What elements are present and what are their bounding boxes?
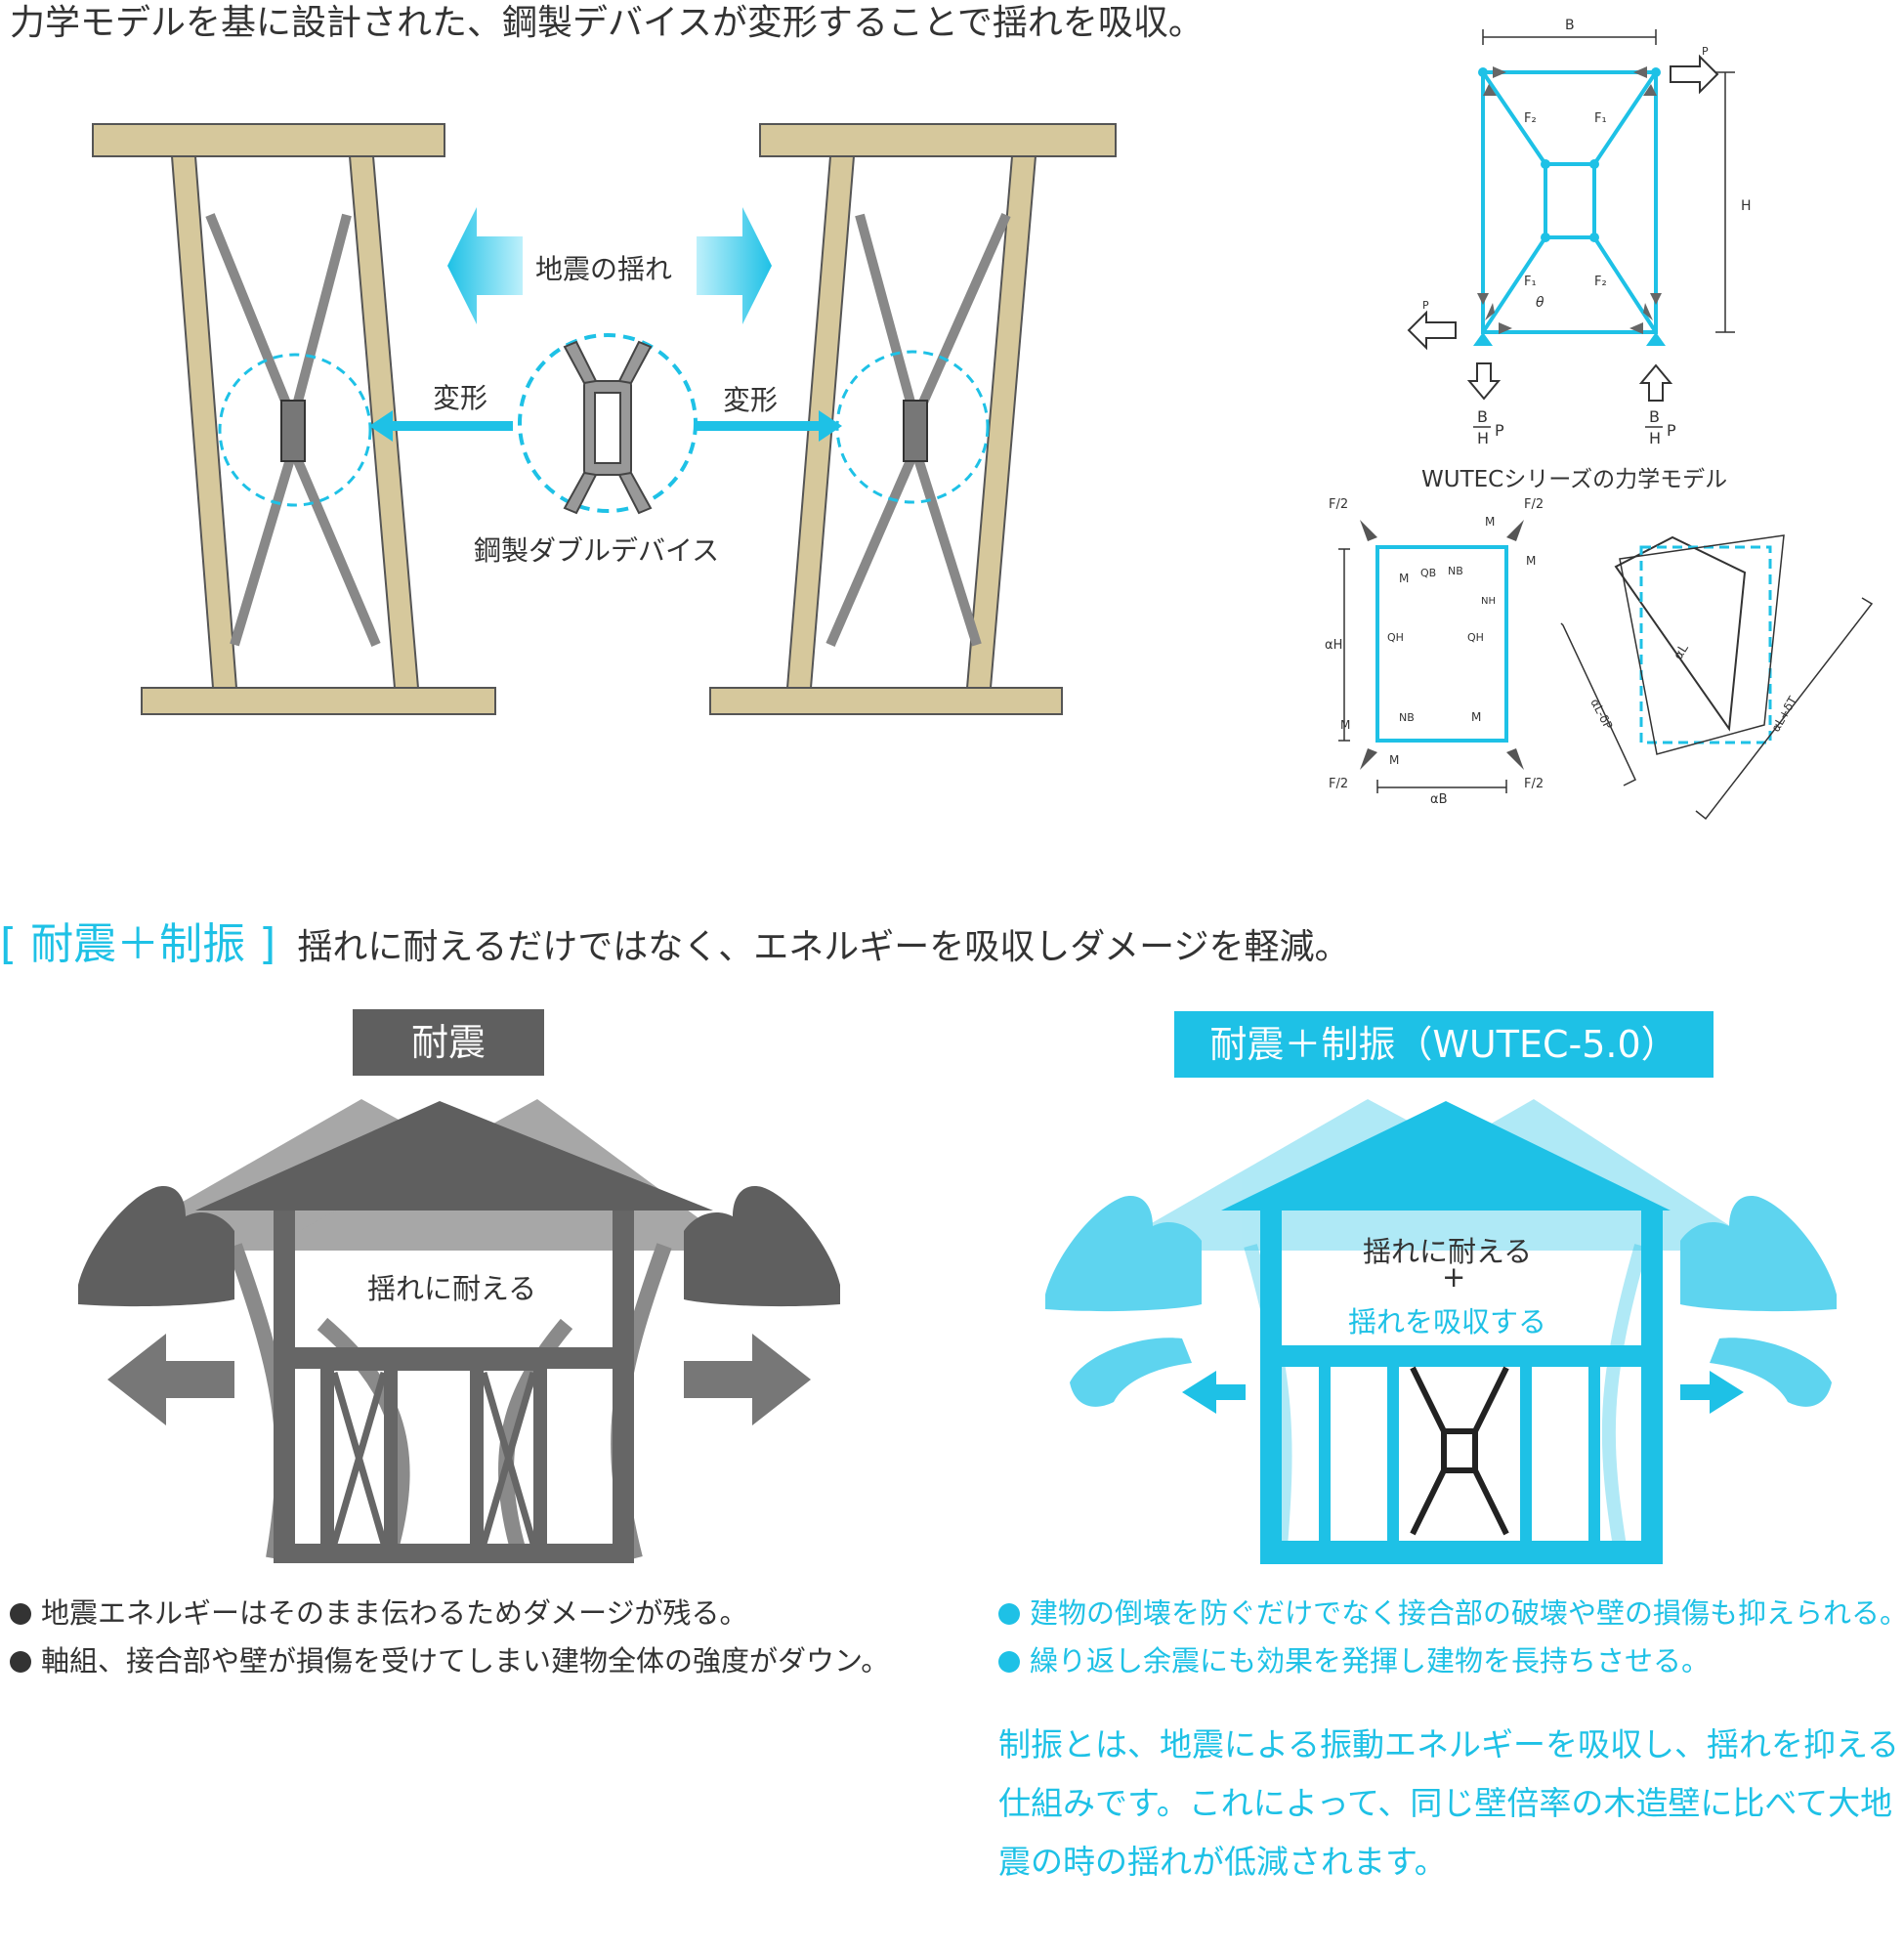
bullet-right-2-text: 繰り返し余震にも効果を発揮し建物を長持ちさせる。 [1030,1644,1711,1678]
shake-arrow-right-icon [684,1334,811,1425]
model-theta: θ [1536,295,1544,311]
device-label: 鋼製ダブルデバイス [474,534,720,567]
bullet-right-2: 繰り返し余震にも効果を発揮し建物を長持ちさせる。 [998,1638,1710,1679]
sub-M-4: M [1471,710,1481,724]
page-title: 力学モデルを基に設計された、鋼製デバイスが変形することで揺れを吸収。 [10,3,1204,43]
bullet-left-1: 地震エネルギーはそのまま伝わるためダメージが残る。 [10,1591,748,1632]
model-B: B [1565,18,1575,33]
bullet-left-2: 軸組、接合部や壁が損傷を受けてしまい建物全体の強度がダウン。 [10,1638,889,1679]
section-desc: 揺れに耐えるだけではなく、エネルギーを吸収しダメージを軽減。 [297,927,1350,967]
frac-den-right: H [1649,429,1661,447]
house-taishin-illustration [78,1099,840,1563]
model-F2-top: F₂ [1524,111,1537,126]
steel-device-icon [563,340,653,515]
mechanical-model-diagram: B H F₂ F₁ F₁ F₂ θ P P B H P B H P [1407,18,1752,447]
bracket-close: ] [259,919,276,969]
bullet-dot [10,1603,31,1625]
sub-M-5: M [1389,753,1399,767]
model-F2-bottom: F₂ [1594,275,1607,289]
model-H: H [1741,198,1752,214]
quake-label: 地震の揺れ [535,253,673,285]
sub-aLdP: αL-δP [1587,697,1615,732]
bracket-open: [ [0,919,18,969]
sub-M-6: M [1340,718,1350,732]
hand-right-icon [1710,1338,1832,1407]
panel-force-diagram: F/2 F/2 F/2 F/2 M M M M M M αH αB QH QH … [1325,497,1874,821]
section-heading: [耐震＋制振] 揺れに耐えるだけではなく、エネルギーを吸収しダメージを軽減。 [0,909,1349,971]
bullet-dot [998,1651,1020,1673]
sub-aLdT: αL+δT [1768,694,1799,735]
bullet-left-1-text: 地震エネルギーはそのまま伝わるためダメージが残る。 [41,1596,748,1630]
bullet-dot [10,1651,31,1673]
hand-left-icon [1070,1338,1192,1407]
left-wall-frame [92,123,496,715]
frac-num-left: B [1477,407,1488,426]
model-F1-top: F₁ [1594,111,1607,126]
sub-M-1: M [1399,572,1409,585]
model-F1-bottom: F₁ [1524,275,1537,289]
sub-NB-bottom: NB [1399,711,1415,724]
section-title: 耐震＋制振 [30,919,246,969]
shake-arrow-left-icon [107,1334,234,1425]
deform-arrow-left-icon [369,410,513,442]
frac-p-left: P [1495,421,1504,440]
sub-NB-top: NB [1448,565,1463,577]
deform-arrow-right-icon [696,410,842,442]
reaction-arrow-down-icon [1466,362,1502,401]
sub-aL: αL [1671,641,1693,662]
sub-aH: αH [1325,638,1342,653]
inner-text-taishin: 揺れに耐える [367,1272,537,1305]
sub-M-3: M [1526,554,1536,568]
right-wall-frame [709,123,1117,715]
sub-aB: αB [1430,792,1448,807]
sub-F2-tr: F/2 [1524,497,1544,512]
frac-num-right: B [1649,407,1660,426]
shake-arrow-right-blue-icon [1680,1371,1744,1414]
bullet-right-1-text: 建物の倒壊を防ぐだけでなく接合部の破壊や壁の損傷も抑えられる。 [1030,1596,1904,1630]
sub-F2-br: F/2 [1524,777,1544,791]
muscle-arm-left-icon [78,1186,234,1307]
inner-plus: + [1442,1260,1466,1294]
sub-F2-bl: F/2 [1329,777,1348,791]
tag-taishin-seishin: 耐震＋制振（WUTEC-5.0） [1174,1011,1714,1078]
inner-text-2: 揺れを吸収する [1348,1305,1547,1338]
bullet-dot [998,1603,1020,1625]
frac-den-left: H [1477,429,1489,447]
sub-QH-left: QH [1387,631,1404,644]
inner-text-1: 揺れに耐える [1363,1235,1533,1268]
deform-label-right: 変形 [723,384,779,416]
model-P-right: P [1702,45,1709,58]
sub-QB: QB [1420,567,1436,579]
house-seishin-illustration [1045,1099,1837,1564]
sub-M-2: M [1485,515,1495,529]
p-arrow-right-icon [1670,54,1719,95]
tag-taishin: 耐震 [353,1009,544,1076]
muscle-arm-right-blue-icon [1680,1196,1837,1312]
muscle-arm-left-blue-icon [1045,1196,1202,1312]
quake-arrow-right-icon [697,207,772,324]
reaction-arrow-up-icon [1638,363,1673,402]
bullet-right-1: 建物の倒壊を防ぐだけでなく接合部の破壊や壁の損傷も抑えられる。 [998,1591,1904,1632]
damper-device-icon [1410,1366,1509,1536]
model-caption: WUTECシリーズの力学モデル [1421,467,1728,492]
frame-deformation-diagram [92,123,1117,715]
p-arrow-left-icon [1407,310,1457,351]
sub-F2-tl: F/2 [1329,497,1348,512]
quake-arrow-left-icon [447,207,523,324]
model-P-left: P [1422,299,1429,312]
muscle-arm-right-icon [684,1186,840,1307]
deform-label-left: 変形 [433,382,488,414]
sub-QH-right: QH [1467,631,1484,644]
frac-p-right: P [1667,421,1676,440]
bullet-left-2-text: 軸組、接合部や壁が損傷を受けてしまい建物全体の強度がダウン。 [41,1644,890,1678]
seishin-paragraph: 制振とは、地震による振動エネルギーを吸収し、揺れを抑える仕組みです。これによって… [998,1725,1900,1881]
sub-NH: NH [1481,596,1496,607]
shake-arrow-left-blue-icon [1182,1371,1246,1414]
